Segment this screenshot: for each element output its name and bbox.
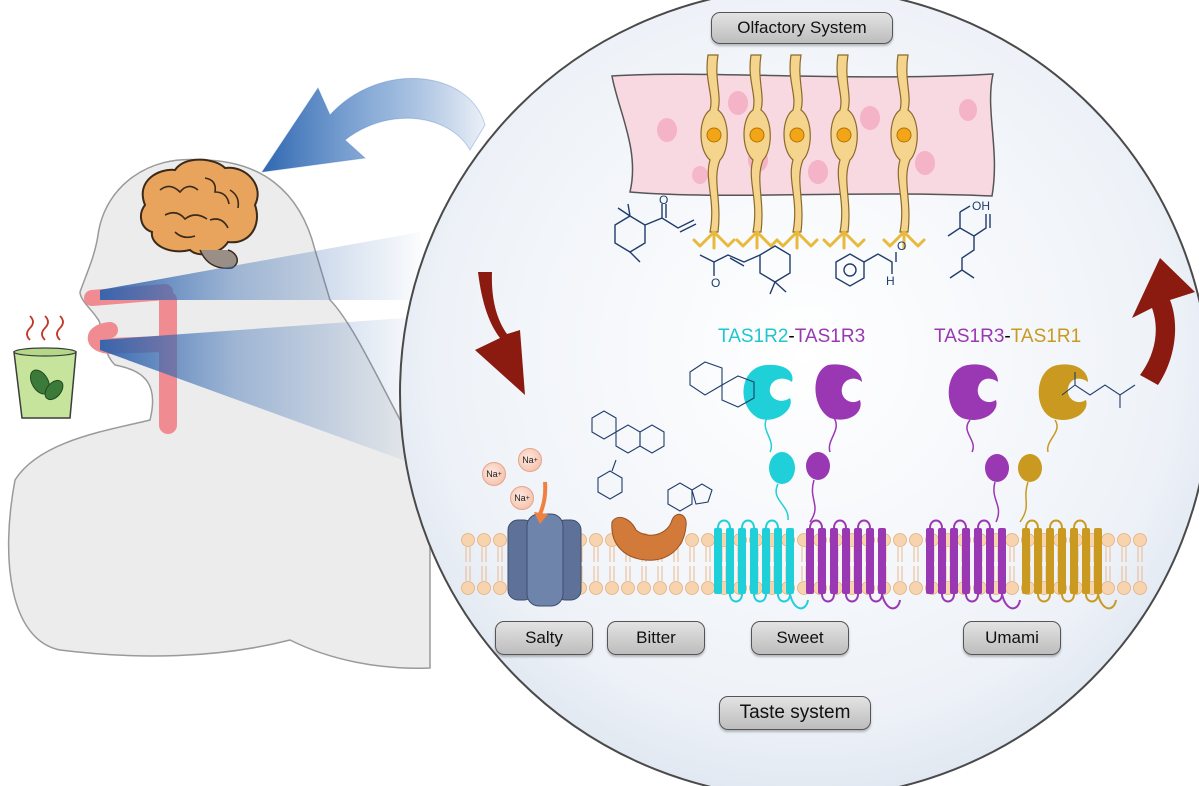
olfactory-neurons	[692, 54, 926, 250]
bitter-receptor	[611, 513, 687, 561]
tas1r2-tm-domain	[714, 519, 809, 610]
sodium-ion-1: Na+	[482, 462, 506, 486]
arrow-icon-right	[1132, 258, 1195, 385]
umami-receptor-label: TAS1R3-TAS1R1	[934, 326, 1081, 348]
sodium-ion-3: Na+	[510, 486, 534, 510]
umami-receptor-separator: -	[1004, 326, 1011, 347]
sodium-ions: Na+ Na+ Na+	[482, 448, 542, 510]
tas1r1-tm-domain	[1022, 519, 1117, 610]
ion-channel-icon	[507, 481, 582, 607]
sweet-label: Sweet	[751, 621, 849, 655]
svg-text:H: H	[886, 274, 895, 288]
arrow-icon-left	[475, 272, 525, 395]
tas1r3-tm-domain-umami	[926, 519, 1021, 610]
sweet-receptor-label: TAS1R2-TAS1R3	[718, 326, 865, 348]
tas1r1-label: TAS1R1	[1010, 326, 1082, 347]
leaf-icon	[30, 369, 64, 401]
steam-icon	[26, 315, 64, 341]
svg-text:OH: OH	[972, 199, 990, 213]
odor-beam-lower	[100, 318, 430, 470]
bitter-label: Bitter	[607, 621, 705, 655]
svg-text:O: O	[897, 239, 906, 253]
neuron-icon	[692, 54, 736, 250]
svg-text:O: O	[711, 276, 720, 290]
neuron-icon	[882, 54, 926, 250]
tas1r2-label: TAS1R2	[718, 326, 789, 347]
umami-receptor	[948, 364, 1088, 523]
neuron-icon	[822, 54, 866, 250]
sodium-ion-2: Na+	[518, 448, 542, 472]
tas1r3-tm-domain-sweet	[806, 519, 901, 610]
sweet-receptor-separator: -	[788, 326, 795, 347]
ligand-molecules	[689, 361, 1136, 408]
tas1r3-label-sweet: TAS1R3	[794, 326, 866, 347]
bitter-molecules	[591, 410, 713, 512]
svg-text:O: O	[659, 193, 668, 207]
salty-label: Salty	[495, 621, 593, 655]
brain-icon	[139, 158, 259, 270]
tas1r3-label-umami: TAS1R3	[934, 326, 1005, 347]
taste-system-label: Taste system	[719, 696, 871, 730]
molecule-icon	[614, 203, 991, 295]
neuron-icon	[735, 54, 779, 250]
olfactory-system-label: Olfactory System	[711, 12, 893, 44]
sweet-receptor	[743, 364, 862, 523]
neuron-icon	[775, 54, 819, 250]
arrow-icon	[260, 77, 486, 173]
molecule-labels: O O O H OH	[659, 193, 990, 290]
odor-beam-upper	[100, 232, 430, 300]
gpcr-domains	[714, 519, 1117, 610]
umami-label: Umami	[963, 621, 1061, 655]
